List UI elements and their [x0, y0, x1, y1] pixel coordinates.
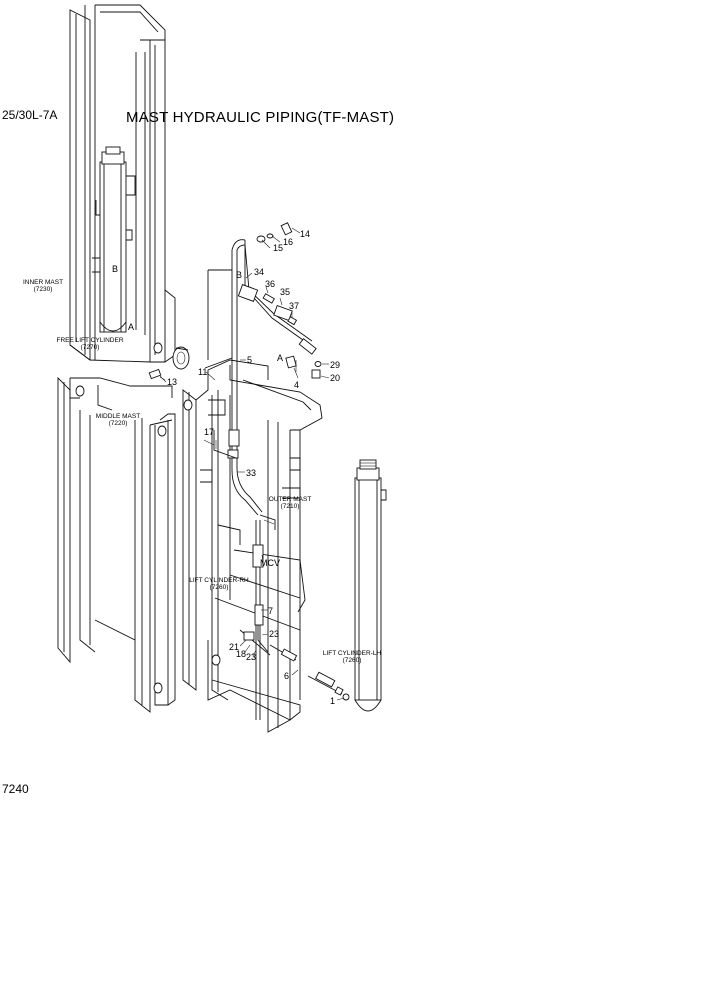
caption-free-lift-cylinder: FREE LIFT CYLINDER: [56, 337, 123, 344]
part-number-17: 17: [204, 427, 214, 437]
part-number-36: 36: [265, 279, 275, 289]
part-number-14: 14: [300, 229, 310, 239]
middle-mast: [57, 376, 176, 713]
outer-mast: [182, 357, 323, 733]
part-number-23a: 23: [269, 629, 279, 639]
chain-sheave: [172, 346, 190, 370]
caption-outer-mast: OUTER MAST: [269, 496, 312, 503]
part-number-6: 6: [284, 671, 289, 681]
caption-middle-mast-code: (7220): [109, 420, 128, 427]
part-number-5: 5: [247, 355, 252, 365]
caption-inner-mast: INNER MAST: [23, 279, 63, 286]
bolt-13: [148, 368, 167, 383]
part-number-23b: 23: [246, 652, 256, 662]
part-number-21: 21: [229, 642, 239, 652]
part-number-1: 1: [330, 696, 335, 706]
part-number-11: 11: [198, 367, 207, 377]
lift-cylinder-lh: [354, 459, 387, 712]
part-number-29: 29: [330, 360, 340, 370]
model-code: 25/30L-7A: [2, 108, 58, 122]
ref-a-inner: A: [128, 322, 134, 332]
ref-b-inner: B: [112, 264, 118, 274]
diagram-title: MAST HYDRAULIC PIPING(TF-MAST): [126, 109, 395, 126]
part-number-4: 4: [294, 380, 299, 390]
leader-lines: [159, 227, 345, 701]
part-number-37: 37: [289, 301, 299, 311]
mcv-label: MCV: [260, 558, 280, 568]
part-number-20: 20: [330, 373, 340, 383]
caption-lift-cylinder-lh-code: (7260): [343, 657, 362, 664]
caption-middle-mast: MIDDLE MAST: [96, 413, 140, 420]
caption-lift-cylinder-rh: LIFT CYLINDER-RH: [189, 577, 249, 584]
caption-outer-mast-code: (7210): [281, 503, 300, 510]
caption-lift-cylinder-lh: LIFT CYLINDER-LH: [323, 650, 382, 657]
caption-free-lift-cylinder-code: (7270): [81, 344, 100, 351]
part-number-34: 34: [254, 267, 264, 277]
drawing-code: 7240: [2, 782, 29, 796]
part-number-18: 18: [236, 649, 246, 659]
hydraulic-piping: [203, 239, 350, 720]
free-lift-cylinder: [95, 146, 133, 333]
part-number-15: 15: [273, 243, 283, 253]
part-number-35: 35: [280, 287, 290, 297]
fittings-group: [237, 222, 322, 379]
ref-b-pipe: B: [236, 270, 242, 280]
caption-lift-cylinder-rh-code: (7260): [210, 584, 229, 591]
part-number-13: 13: [167, 377, 177, 387]
part-number-33: 33: [246, 468, 256, 478]
ref-a-pipe: A: [277, 353, 283, 363]
caption-inner-mast-code: (7230): [34, 286, 53, 293]
part-number-7: 7: [268, 606, 273, 616]
part-number-16: 16: [283, 237, 293, 247]
inner-mast: [69, 4, 176, 363]
